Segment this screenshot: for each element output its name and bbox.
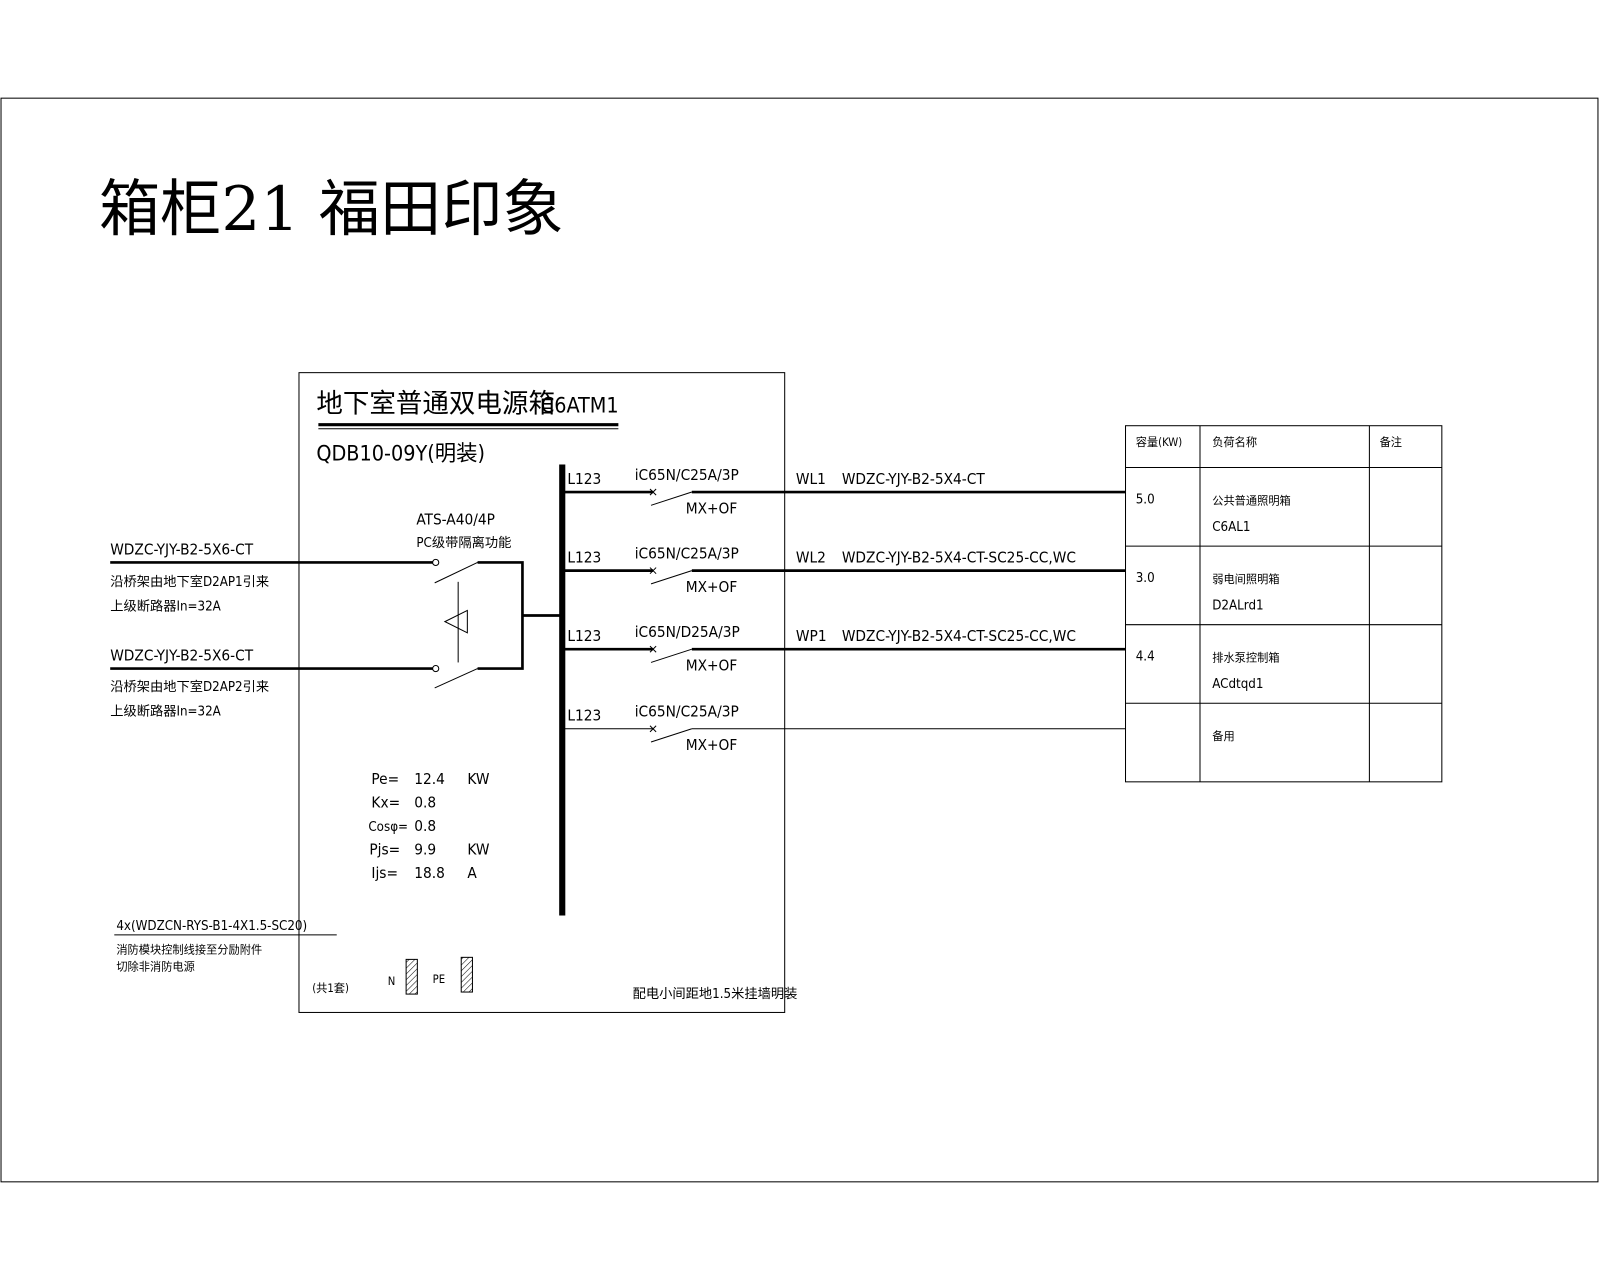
table-header: 容量(KW) [1136,435,1183,449]
panel-code: C6ATM1 [541,393,619,418]
fire-control-cable: 4x(WDZCN-RYS-B1-4X1.5-SC20) [116,919,307,934]
stat-unit: KW [467,840,489,858]
breaker-contact-icon [649,567,657,575]
drawing-title: 箱柜21 福田印象 [99,174,564,245]
branch-accessory: MX+OF [686,736,738,754]
branch-circuit-id: WL1 [796,470,826,488]
incoming-note: 沿桥架由地下室D2AP2引来 [110,678,269,695]
incoming-feeder-1: WDZC-YJY-B2-5X6-CT 沿桥架由地下室D2AP1引来 上级断路器I… [110,540,433,614]
branch-circuit: L123 iC65N/C25A/3P MX+OF WL2 WDZC-YJY-B2-5X4… [562,544,1126,596]
install-note: 配电小间距地1.5米挂墙明装 [633,986,798,1002]
stat-value: 12.4 [414,770,445,788]
ats-note: PC级带隔离功能 [416,534,511,551]
stat-unit: A [467,864,477,882]
stat-value: 18.8 [414,864,445,882]
fire-control-note: 4x(WDZCN-RYS-B1-4X1.5-SC20) 消防模块控制线接至分励附… [114,919,337,974]
load-code: D2ALrd1 [1212,598,1263,613]
load-code: ACdtqd1 [1212,677,1263,692]
stat-value: 0.8 [414,817,436,835]
incoming-cable: WDZC-YJY-B2-5X6-CT [110,540,254,558]
drawing-frame [0,97,1599,1183]
branch-circuit: L123 iC65N/C25A/3P MX+OF [562,703,1126,754]
panel-model: QDB10-09Y(明装) [316,441,485,466]
incoming-note: 上级断路器In=32A [110,598,221,614]
stat-label: Pe= [371,770,399,788]
fire-control-note-2: 切除非消防电源 [116,960,195,974]
incoming-feeder-2: WDZC-YJY-B2-5X6-CT 沿桥架由地下室D2AP2引来 上级断路器I… [110,646,433,720]
table-header: 负荷名称 [1212,435,1257,449]
breaker-contact-icon [649,488,657,496]
breaker-switch-icon [650,728,692,743]
incoming-note: 上级断路器In=32A [110,704,221,720]
stat-unit: KW [467,770,489,788]
stat-label: Kx= [371,793,400,811]
load-name: 备用 [1212,729,1234,743]
table-border [1125,425,1443,783]
breaker-contact-icon [649,645,657,653]
branch-phase: L123 [567,627,601,645]
branch-phase: L123 [567,470,601,488]
load-calculation: Pe= 12.4 KW Kx= 0.8 Cosφ= 0.8 Pjs= 9.9 K… [368,770,489,882]
load-capacity: 4.4 [1136,649,1155,664]
pe-terminal-icon [460,956,473,993]
branch-accessory: MX+OF [686,499,738,517]
incoming-note: 沿桥架由地下室D2AP1引来 [110,573,269,590]
fire-control-note-1: 消防模块控制线接至分励附件 [116,942,262,956]
branch-circuit: L123 iC65N/D25A/3P MX+OF WP1 WDZC-YJY-B2-5X4… [562,623,1126,675]
neutral-terminal-icon [405,958,418,995]
load-table: 容量(KW) 负荷名称 备注 5.0 公共普通照明箱 C6AL1 3.0 弱电间照明箱 D2AL… [1125,425,1443,783]
branch-breaker: iC65N/D25A/3P [635,623,740,641]
busbar [559,464,566,916]
breaker-switch-icon [650,648,692,663]
incoming-cable: WDZC-YJY-B2-5X6-CT [110,646,254,664]
set-count: (共1套) [312,982,349,995]
stat-value: 9.9 [414,840,436,858]
ats-switch-icon [432,558,563,689]
branch-cable: WDZC-YJY-B2-5X4-CT [842,470,986,488]
table-header: 备注 [1380,435,1402,449]
stat-label: Pjs= [369,840,400,858]
load-code: C6AL1 [1212,520,1250,535]
neutral-label: N [388,975,396,988]
branch-breaker: iC65N/C25A/3P [635,703,739,721]
breaker-switch-icon [650,570,692,585]
branch-accessory: MX+OF [686,578,738,596]
pe-label: PE [433,973,445,986]
stat-label: Cosφ= [368,820,408,835]
table-row: 3.0 弱电间照明箱 D2ALrd1 [1136,571,1280,614]
branch-circuit: L123 iC65N/C25A/3P MX+OF WL1 WDZC-YJY-B2-5X4… [562,466,1126,517]
branch-breaker: iC65N/C25A/3P [635,466,739,484]
breaker-switch-icon [650,491,692,506]
table-row: 5.0 公共普通照明箱 C6AL1 [1136,492,1291,535]
table-row: 4.4 排水泵控制箱 ACdtqd1 [1136,649,1280,692]
branch-cable: WDZC-YJY-B2-5X4-CT-SC25-CC,WC [842,548,1076,566]
panel-name: 地下室普通双电源箱 [316,388,555,419]
branch-cable: WDZC-YJY-B2-5X4-CT-SC25-CC,WC [842,627,1076,645]
stat-value: 0.8 [414,793,436,811]
load-name: 弱电间照明箱 [1212,572,1279,586]
branch-accessory: MX+OF [686,657,738,675]
branch-phase: L123 [567,707,601,725]
ats-model: ATS-A40/4P [416,511,495,529]
stat-label: Ijs= [371,864,398,882]
table-row: 备用 [1212,729,1234,743]
branch-phase: L123 [567,548,601,566]
load-capacity: 5.0 [1136,492,1155,507]
load-name: 排水泵控制箱 [1212,650,1279,664]
load-capacity: 3.0 [1136,571,1155,586]
branch-circuit-id: WL2 [796,548,826,566]
panel-box: 地下室普通双电源箱 C6ATM1 QDB10-09Y(明装) ATS-A40/4… [298,372,786,1013]
breaker-contact-icon [649,725,657,733]
branch-breaker: iC65N/C25A/3P [635,544,739,562]
load-name: 公共普通照明箱 [1212,493,1291,507]
branch-circuit-id: WP1 [796,627,827,645]
